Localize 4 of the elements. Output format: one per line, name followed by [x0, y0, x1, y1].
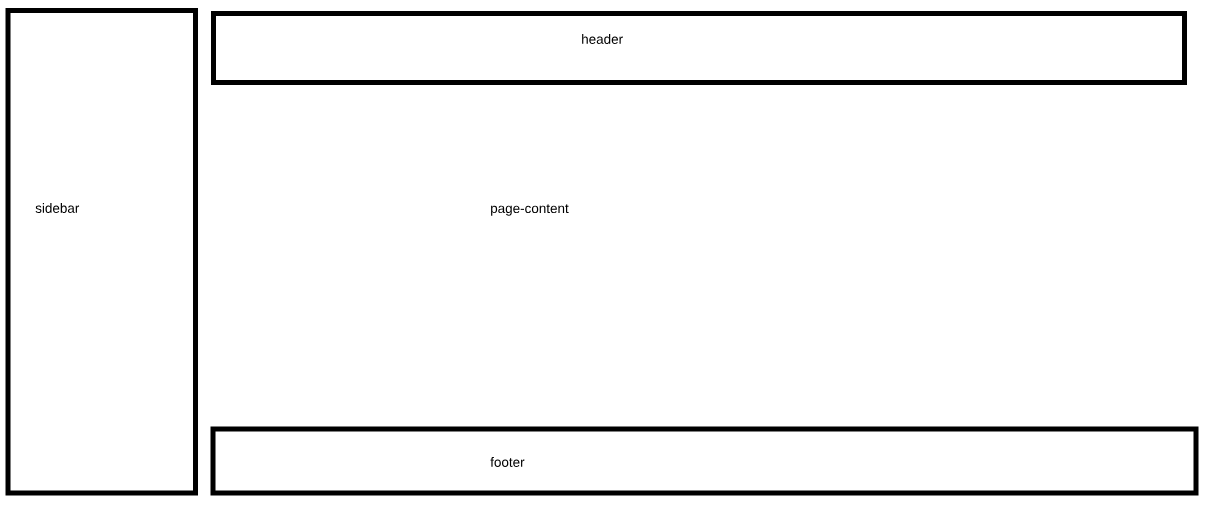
region-box: sidebar: [5, 8, 198, 496]
region-box: footer: [210, 426, 1199, 496]
region-box: header: [211, 11, 1187, 85]
text-label: page-content: [491, 204, 569, 216]
